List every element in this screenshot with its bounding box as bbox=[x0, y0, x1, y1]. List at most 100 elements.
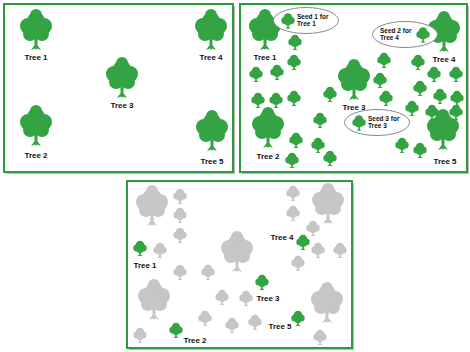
seedling bbox=[450, 91, 463, 106]
seedling bbox=[287, 55, 300, 70]
seed-callout: Seed 1 for Tree 1 bbox=[273, 7, 339, 34]
seedling-space bbox=[281, 15, 295, 25]
tree-label: Tree 3 bbox=[110, 102, 133, 110]
surviving-seedling bbox=[291, 311, 304, 326]
seedling bbox=[323, 151, 336, 166]
dead-seedling bbox=[153, 243, 166, 258]
tree-label: Tree 2 bbox=[256, 153, 279, 161]
callout-text: Seed 3 for Tree 3 bbox=[368, 115, 402, 129]
tree-label: Tree 2 bbox=[24, 152, 47, 160]
callout-content: Seed 1 for Tree 1 bbox=[281, 13, 331, 27]
callout-content: Seed 2 for Tree 4 bbox=[380, 27, 430, 41]
callout-outline bbox=[274, 7, 339, 33]
callout-content: Seed 3 for Tree 3 bbox=[352, 115, 402, 129]
seedling bbox=[416, 27, 429, 42]
seedling bbox=[352, 115, 365, 130]
seedling bbox=[449, 105, 462, 120]
seedling bbox=[425, 105, 438, 120]
dead-seedling bbox=[173, 208, 186, 223]
dead-seedling bbox=[306, 221, 319, 236]
panel-frame bbox=[127, 181, 352, 348]
seedling bbox=[249, 67, 262, 82]
panel-frame bbox=[240, 4, 467, 172]
seedling bbox=[373, 73, 386, 88]
surviving-seedling bbox=[133, 241, 146, 256]
seed-callout: Seed 3 for Tree 3 bbox=[344, 109, 410, 136]
callout-text-block: Seed 3 for Tree 3 bbox=[368, 115, 402, 129]
tree-label: Tree 2 bbox=[183, 337, 206, 345]
seedling bbox=[379, 91, 392, 106]
dead-seedling bbox=[248, 315, 261, 330]
dead-seedling bbox=[198, 311, 211, 326]
dead-seedling bbox=[313, 330, 326, 345]
seedling bbox=[427, 67, 440, 82]
dead-seedling bbox=[239, 291, 252, 306]
dead-seedling bbox=[333, 243, 346, 258]
seedling bbox=[395, 138, 408, 153]
dead-seedling bbox=[173, 228, 186, 243]
big-tree bbox=[338, 59, 370, 100]
surviving-seedling bbox=[255, 275, 268, 290]
tree-label: Tree 4 bbox=[270, 234, 293, 242]
seedling bbox=[413, 143, 426, 158]
callout-outline bbox=[373, 21, 438, 47]
seedling bbox=[269, 93, 282, 108]
panel-frame bbox=[4, 4, 233, 172]
dead-tree bbox=[311, 282, 343, 323]
dead-seedling bbox=[215, 290, 228, 305]
seedling bbox=[449, 67, 462, 82]
tree-label: Tree 1 bbox=[24, 54, 47, 62]
seedling bbox=[377, 53, 390, 68]
seedling bbox=[411, 55, 424, 70]
tree-label: Tree 4 bbox=[199, 54, 222, 62]
tree-label: Tree 1 bbox=[133, 262, 156, 270]
dead-seedling bbox=[225, 318, 238, 333]
seedling bbox=[251, 93, 264, 108]
seedling bbox=[281, 13, 294, 28]
seedling bbox=[323, 87, 336, 102]
dead-seedling bbox=[291, 256, 304, 271]
dead-tree bbox=[136, 185, 168, 226]
tree-group bbox=[133, 235, 309, 338]
big-tree bbox=[252, 107, 284, 148]
surviving-seedling bbox=[169, 323, 182, 338]
dead-seedling bbox=[286, 206, 299, 221]
tree-label: Tree 1 bbox=[253, 54, 276, 62]
tree-label: Tree 5 bbox=[268, 323, 291, 331]
seedling-space bbox=[352, 117, 366, 127]
seedling bbox=[285, 153, 298, 168]
tree-label: Tree 4 bbox=[432, 56, 455, 64]
seedling bbox=[288, 35, 301, 50]
big-tree bbox=[20, 9, 52, 50]
surviving-seedling bbox=[296, 235, 309, 250]
dead-seedling bbox=[311, 243, 324, 258]
callout-text: Seed 2 for Tree 4 bbox=[380, 27, 414, 41]
seedling bbox=[413, 81, 426, 96]
dead-seedling bbox=[286, 186, 299, 201]
dead-seedling bbox=[173, 189, 186, 204]
dead-tree bbox=[221, 231, 253, 272]
seedling bbox=[287, 91, 300, 106]
seedling bbox=[313, 113, 326, 128]
dead-seedling bbox=[173, 265, 186, 280]
dead-seedling bbox=[201, 265, 214, 280]
tree-label: Tree 3 bbox=[256, 295, 279, 303]
dead-seedling bbox=[133, 328, 146, 343]
big-tree bbox=[195, 9, 227, 50]
big-tree bbox=[196, 110, 228, 151]
seed-callout: Seed 2 for Tree 4 bbox=[372, 21, 438, 48]
tree-group bbox=[133, 183, 346, 345]
big-tree bbox=[20, 105, 52, 146]
dead-tree bbox=[312, 183, 344, 224]
tree-label: Tree 5 bbox=[200, 158, 223, 166]
seedling bbox=[433, 89, 446, 104]
dead-tree bbox=[138, 279, 170, 320]
tree-group bbox=[249, 9, 464, 168]
seedling-space bbox=[416, 29, 430, 39]
seedling bbox=[311, 138, 324, 153]
callout-text-block: Seed 2 for Tree 4 bbox=[380, 27, 414, 41]
tree-label: Tree 5 bbox=[433, 158, 456, 166]
callout-text-block: Seed 1 for Tree 1 bbox=[297, 13, 331, 27]
